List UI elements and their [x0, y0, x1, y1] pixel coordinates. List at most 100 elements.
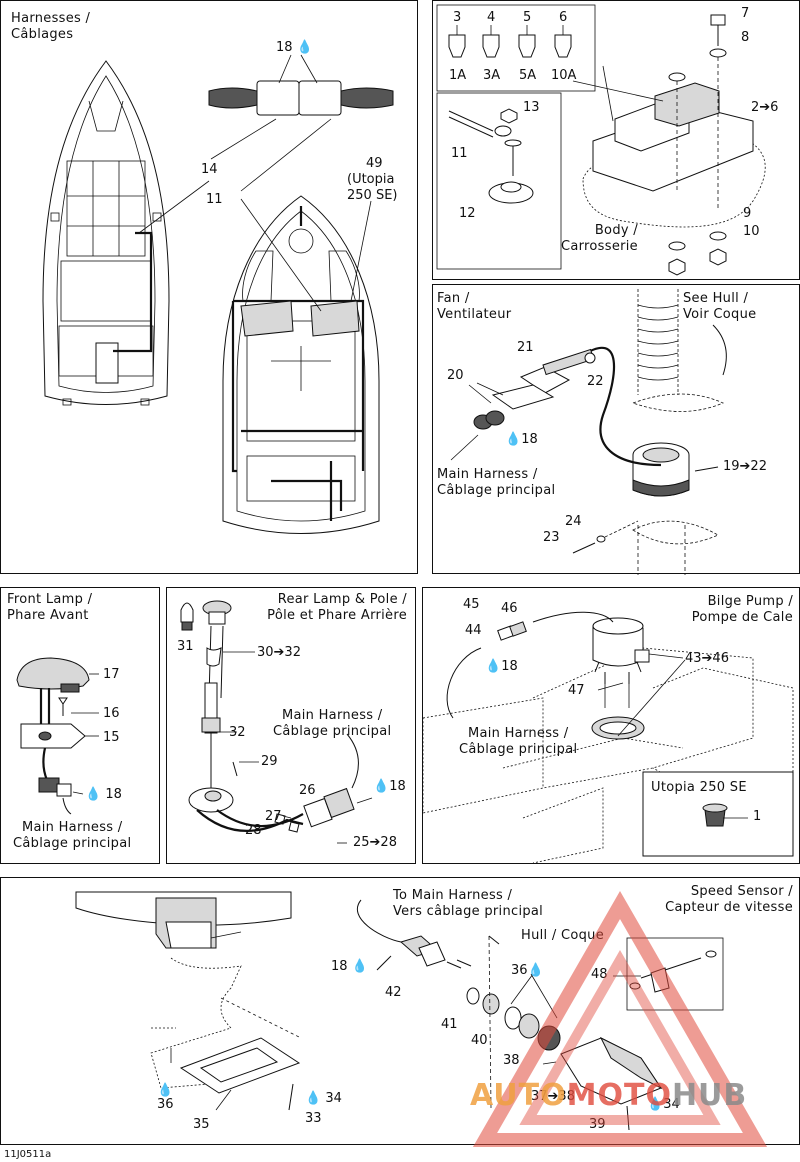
bilge-title-line2: Pompe de Cale — [691, 610, 793, 625]
fuse-3a: 3A — [483, 68, 501, 83]
callout-34b-text: 34 — [325, 1091, 342, 1106]
callout-31: 31 — [177, 639, 194, 654]
sealant-drop-icon: 💧 — [527, 963, 544, 978]
callout-18-fan: 💧18 — [505, 433, 538, 447]
fuse-1a: 1A — [449, 68, 467, 83]
body-label-line1: Body / — [594, 223, 638, 238]
callout-41: 41 — [441, 1017, 458, 1032]
rear-lamp-title: Rear Lamp & Pole / Pôle et Phare Arrière — [267, 592, 407, 624]
callout-12: 12 — [459, 206, 476, 221]
callout-33: 33 — [305, 1111, 322, 1126]
callout-20: 20 — [447, 368, 464, 383]
callout-2-6: 2➔6 — [751, 100, 779, 115]
watermark-part2: MOTO — [566, 1078, 672, 1113]
callout-18-bilge-text: 18 — [501, 659, 518, 674]
bilge-title: Bilge Pump / Pompe de Cale — [692, 594, 793, 626]
callout-34b: 💧 34 — [305, 1092, 342, 1106]
front-lamp-title-line1: Front Lamp / — [7, 592, 93, 607]
callout-18-speed: 18 💧 — [331, 960, 368, 974]
callout-30-32: 30➔32 — [257, 645, 301, 660]
fan-main-harness-line1: Main Harness / — [437, 467, 538, 482]
callout-38: 38 — [503, 1053, 520, 1068]
callout-15: 15 — [103, 730, 120, 745]
callout-18-front-text: 18 — [105, 787, 122, 802]
bilge-harness-line2: Câblage principal — [459, 742, 578, 757]
sealant-drop-icon: 💧 — [351, 959, 368, 974]
fuse-box-panel: 3 4 5 6 1A 3A 5A 10A 7 8 2➔6 13 11 12 9 … — [432, 0, 800, 280]
rear-lamp-panel: Rear Lamp & Pole / Pôle et Phare Arrière… — [166, 587, 416, 864]
utopia-label: Utopia 250 SE — [651, 780, 747, 795]
callout-35: 35 — [193, 1117, 210, 1132]
callout-36a: 36💧 — [511, 964, 544, 978]
sealant-drop-icon: 💧 — [85, 787, 102, 802]
sealant-drop-icon: 💧 — [485, 659, 502, 674]
bilge-harness-label: Main Harness / Câblage principal — [459, 726, 577, 758]
callout-1: 1 — [753, 809, 762, 824]
front-lamp-panel: Front Lamp / Phare Avant 17 16 15 💧 18 M… — [0, 587, 160, 864]
rear-lamp-harness-line2: Câblage principal — [273, 724, 392, 739]
callout-24: 24 — [565, 514, 582, 529]
callout-49: 49 — [366, 156, 383, 171]
fan-title-line2: Ventilateur — [437, 307, 512, 322]
callout-17: 17 — [103, 667, 120, 682]
callout-11b: 11 — [451, 146, 468, 161]
front-lamp-title-line2: Phare Avant — [7, 608, 89, 623]
harnesses-title-line2: Câblages — [11, 27, 74, 42]
callout-43-46: 43➔46 — [685, 651, 729, 666]
fuse-5a: 5A — [519, 68, 537, 83]
footer-code: 11J0511a — [4, 1149, 52, 1160]
callout-26: 26 — [299, 783, 316, 798]
callout-39: 39 — [589, 1117, 606, 1132]
sealant-drop-icon: 💧 — [157, 1083, 174, 1098]
callout-6: 6 — [559, 10, 568, 25]
fan-main-harness-line2: Câblage principal — [437, 483, 556, 498]
callout-11: 11 — [206, 192, 223, 207]
fan-title-line1: Fan / — [437, 291, 470, 306]
callout-23: 23 — [543, 530, 560, 545]
callout-5: 5 — [523, 10, 532, 25]
front-lamp-harness-label: Main Harness / Câblage principal — [13, 820, 131, 852]
fan-title: Fan / Ventilateur — [437, 291, 511, 323]
sealant-drop-icon: 💧 — [373, 779, 390, 794]
bilge-harness-line1: Main Harness / — [467, 726, 569, 741]
callout-27: 27 — [265, 809, 282, 824]
callout-42: 42 — [385, 985, 402, 1000]
callout-36b: 💧36 — [157, 1084, 174, 1112]
callout-18-bilge: 💧18 — [485, 660, 518, 674]
bilge-pump-panel: Bilge Pump / Pompe de Cale 45 46 — [422, 587, 800, 864]
watermark-text: AUTOMOTOHUB — [470, 1078, 747, 1113]
callout-18-rear-text: 18 — [389, 779, 406, 794]
see-hull-line1: See Hull / — [683, 291, 749, 306]
harnesses-panel: Harnesses / Câblages — [0, 0, 418, 574]
rear-lamp-harness-label: Main Harness / Câblage principal — [273, 708, 391, 740]
callout-4: 4 — [487, 10, 496, 25]
see-hull-line2: Voir Coque — [683, 307, 757, 322]
rear-lamp-title-line1: Rear Lamp & Pole / — [277, 592, 407, 607]
callout-18-front: 💧 18 — [85, 788, 122, 802]
front-lamp-harness-line1: Main Harness / — [21, 820, 123, 835]
front-lamp-title: Front Lamp / Phare Avant — [7, 592, 92, 624]
fan-panel: Fan / Ventilateur See Hull / Voir Coque — [432, 284, 800, 575]
callout-19-22: 19➔22 — [723, 459, 767, 474]
callout-25-28: 25➔28 — [353, 835, 397, 850]
body-label-line2: Carrosserie — [561, 239, 638, 254]
callout-14: 14 — [201, 162, 218, 177]
callout-49-note1: (Utopia — [347, 172, 395, 187]
callout-21: 21 — [517, 340, 534, 355]
callout-45: 45 — [463, 597, 480, 612]
sealant-drop-icon: 💧 — [505, 432, 522, 447]
callout-46: 46 — [501, 601, 518, 616]
rear-lamp-harness-line1: Main Harness / — [281, 708, 383, 723]
sealant-drop-icon: 💧 — [305, 1091, 322, 1106]
callout-32: 32 — [229, 725, 246, 740]
callout-18-fan-text: 18 — [521, 432, 538, 447]
bilge-drawing — [422, 611, 794, 864]
callout-18: 18 💧 — [276, 41, 313, 55]
callout-36b-text: 36 — [157, 1097, 174, 1112]
see-hull-label: See Hull / Voir Coque — [683, 291, 756, 323]
watermark-part3: HUB — [671, 1078, 748, 1113]
callout-18-speed-text: 18 — [331, 959, 348, 974]
callout-40: 40 — [471, 1033, 488, 1048]
watermark-part1: AUTO — [470, 1078, 567, 1113]
fan-drawing — [450, 289, 727, 575]
